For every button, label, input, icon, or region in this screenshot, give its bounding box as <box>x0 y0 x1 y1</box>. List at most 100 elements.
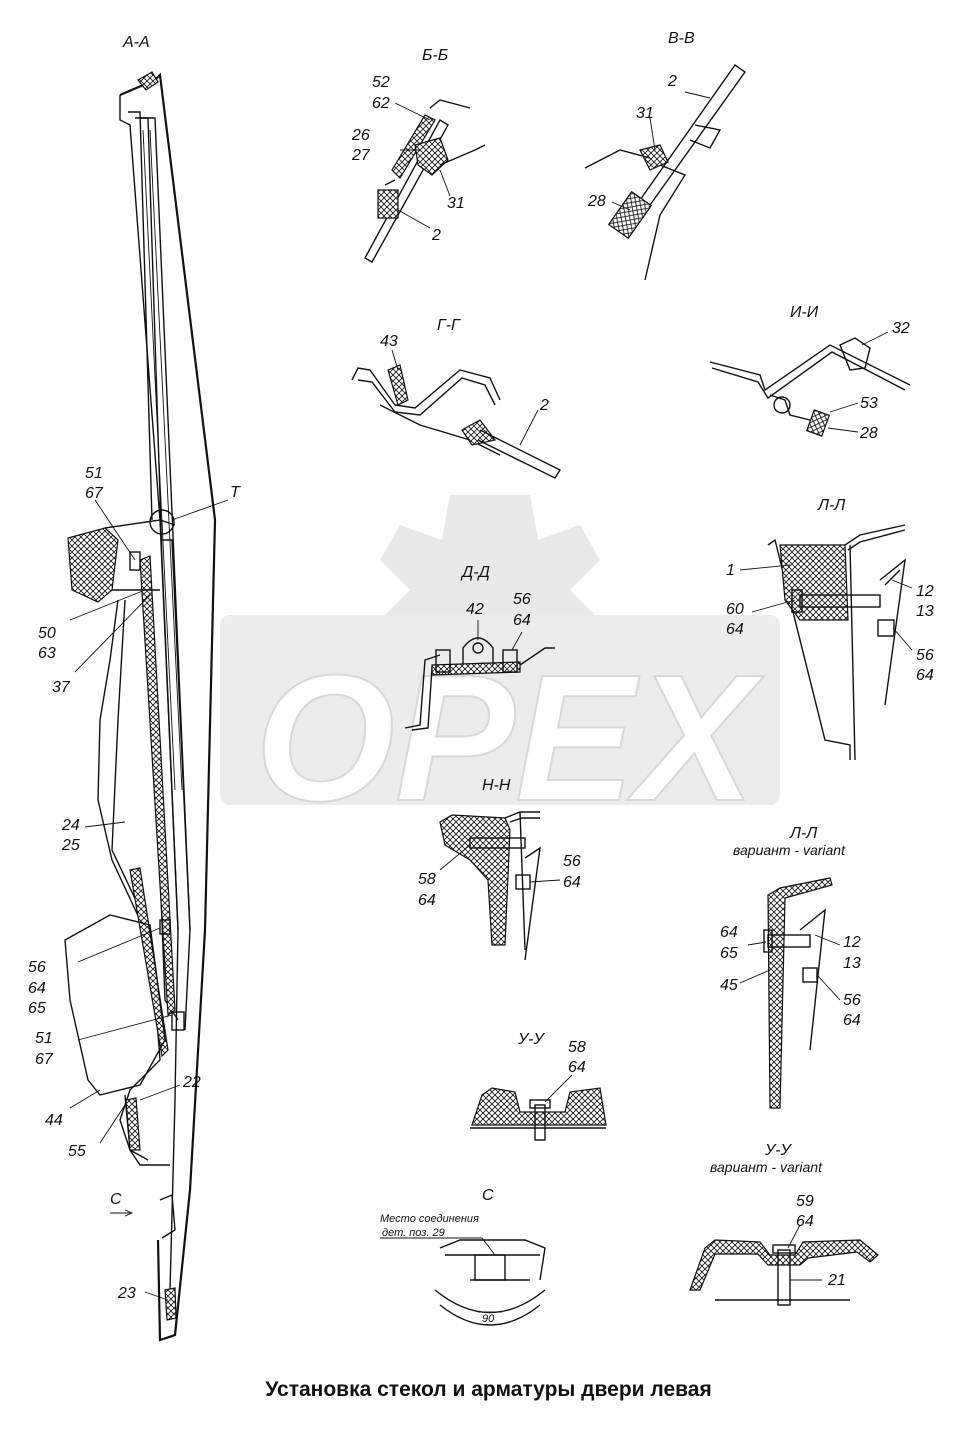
pos-13-a: 13 <box>916 603 934 620</box>
pos-52: 52 <box>372 74 390 91</box>
pos-58-a: 58 <box>418 871 436 888</box>
pos-64-j: 64 <box>796 1213 814 1230</box>
pos-12-b: 12 <box>843 934 861 951</box>
pos-64-g: 64 <box>720 924 738 941</box>
section-label-uu: У-У <box>517 1031 546 1048</box>
section-nn-leaders <box>439 844 561 883</box>
section-ll-variant-caption: вариант - variant <box>733 842 846 858</box>
pos-27: 27 <box>351 147 371 164</box>
pos-43: 43 <box>380 333 398 350</box>
section-ll-variant-drawing <box>763 877 833 1109</box>
pos-2-c: 2 <box>539 397 549 414</box>
section-dd-drawing <box>404 637 555 731</box>
pos-63: 63 <box>38 645 56 662</box>
pos-21: 21 <box>827 1272 846 1289</box>
pos-64-f: 64 <box>563 874 581 891</box>
pos-56-a: 56 <box>28 959 46 976</box>
pos-67-a: 67 <box>85 485 104 502</box>
pos-45: 45 <box>720 977 738 994</box>
section-vv-drawing <box>584 64 746 281</box>
pos-64-b: 64 <box>513 612 531 629</box>
section-ll-drawing <box>767 524 906 761</box>
section-label-dd: Д-Д <box>460 564 490 581</box>
pos-1: 1 <box>726 562 735 579</box>
pos-56-c: 56 <box>916 647 934 664</box>
pos-59: 59 <box>796 1193 814 1210</box>
detail-c-note-2: дет. поз. 29 <box>382 1227 445 1239</box>
section-label-ll: Л-Л <box>817 497 845 514</box>
pos-2-a: 2 <box>431 227 441 244</box>
section-label-uu-variant: У-У <box>764 1142 793 1159</box>
pos-65-b: 65 <box>720 945 738 962</box>
pos-23: 23 <box>117 1285 136 1302</box>
pos-2-b: 2 <box>667 73 677 90</box>
section-ll-leaders <box>739 564 913 651</box>
section-label-ll-variant: Л-Л <box>789 825 817 842</box>
section-label-vv: В-В <box>668 30 695 47</box>
pos-58-b: 58 <box>568 1039 586 1056</box>
detail-c-angle: 90 <box>482 1313 495 1325</box>
section-label-bb: Б-Б <box>422 47 448 64</box>
section-uu-drawing <box>470 1087 607 1141</box>
pos-64-d: 64 <box>916 667 934 684</box>
section-gg-drawing <box>351 364 562 479</box>
pos-67-b: 67 <box>35 1051 54 1068</box>
pos-50: 50 <box>38 625 56 642</box>
pos-65-a: 65 <box>28 1000 46 1017</box>
section-uu-variant-drawing <box>689 1239 879 1306</box>
pos-64-i: 64 <box>568 1059 586 1076</box>
pos-62: 62 <box>372 95 390 112</box>
detail-c-drawing <box>380 1237 546 1326</box>
pos-44: 44 <box>45 1112 63 1129</box>
pos-56-d: 56 <box>563 853 581 870</box>
section-dd-leaders <box>477 620 523 651</box>
pos-31-a: 31 <box>447 195 465 212</box>
pos-51-a: 51 <box>85 465 103 482</box>
pos-64-a: 64 <box>28 980 46 997</box>
section-ii-leaders <box>827 331 889 433</box>
section-uu-variant-leaders <box>787 1224 822 1281</box>
section-label-ii: И-И <box>790 304 819 321</box>
section-uu-variant-caption: вариант - variant <box>710 1159 823 1175</box>
pos-26: 26 <box>351 127 370 144</box>
section-aa-leaders <box>69 499 229 1301</box>
pos-28-b: 28 <box>859 425 878 442</box>
section-ii-drawing <box>709 337 911 437</box>
pos-25: 25 <box>61 837 80 854</box>
pos-24: 24 <box>61 817 80 834</box>
pos-51-b: 51 <box>35 1030 53 1047</box>
pos-42: 42 <box>466 601 484 618</box>
pos-C: С <box>110 1191 122 1208</box>
section-uu-leaders <box>544 1074 573 1103</box>
section-nn-drawing <box>439 811 541 961</box>
section-label-gg: Г-Г <box>437 317 461 334</box>
pos-55: 55 <box>68 1143 86 1160</box>
pos-T: Т <box>230 484 241 501</box>
detail-c-note-1: Место соединения <box>380 1213 479 1225</box>
pos-31-b: 31 <box>636 105 654 122</box>
section-vv-leaders <box>611 91 711 211</box>
pos-56-b: 56 <box>513 591 531 608</box>
section-label-nn: Н-Н <box>482 777 511 794</box>
section-bb-leaders <box>394 102 451 229</box>
section-bb-drawing <box>364 99 486 263</box>
watermark-gear <box>220 495 780 805</box>
pos-32: 32 <box>892 320 910 337</box>
pos-37: 37 <box>52 679 71 696</box>
section-ll-variant-leaders <box>739 934 841 1001</box>
detail-label-c: С <box>482 1187 494 1204</box>
pos-56-e: 56 <box>843 992 861 1009</box>
section-gg-leaders <box>391 349 539 446</box>
pos-13-b: 13 <box>843 955 861 972</box>
pos-12-a: 12 <box>916 583 934 600</box>
pos-22: 22 <box>182 1074 201 1091</box>
pos-64-c: 64 <box>726 621 744 638</box>
drawing-title: Установка стекол и арматуры двери левая <box>265 1378 712 1401</box>
section-aa-drawing <box>64 71 217 1342</box>
pos-28-a: 28 <box>587 193 606 210</box>
pos-60: 60 <box>726 601 744 618</box>
section-label-aa: А-А <box>122 34 150 51</box>
pos-64-e: 64 <box>418 892 436 909</box>
pos-64-h: 64 <box>843 1012 861 1029</box>
